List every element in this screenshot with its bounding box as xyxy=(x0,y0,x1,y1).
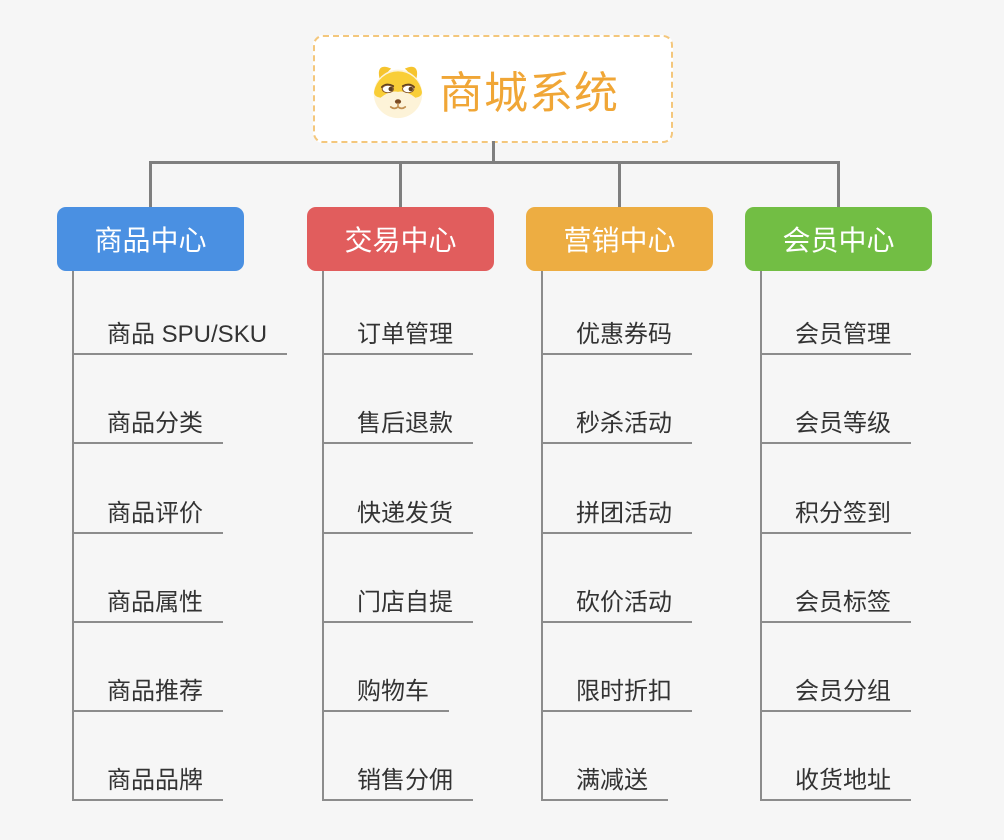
mindmap-node[interactable]: 拼团活动 xyxy=(541,499,692,534)
mindmap-node[interactable]: 快递发货 xyxy=(322,499,473,534)
branch-header[interactable]: 营销中心 xyxy=(526,207,713,271)
mindmap-node[interactable]: 购物车 xyxy=(322,677,449,712)
branch-trunk-line xyxy=(760,271,762,801)
branch-trunk-line xyxy=(322,271,324,801)
mindmap-node[interactable]: 销售分佣 xyxy=(322,766,473,801)
mindmap-node[interactable]: 商品评价 xyxy=(72,499,223,534)
branch-drop-line xyxy=(618,161,621,207)
mindmap-node[interactable]: 商品品牌 xyxy=(72,766,223,801)
mindmap-node[interactable]: 商品推荐 xyxy=(72,677,223,712)
mindmap-node[interactable]: 商品属性 xyxy=(72,588,223,623)
mindmap-node[interactable]: 订单管理 xyxy=(322,320,473,355)
branch-drop-line xyxy=(399,161,402,207)
mindmap-node[interactable]: 会员等级 xyxy=(760,409,911,444)
mindmap-node[interactable]: 会员标签 xyxy=(760,588,911,623)
mindmap-node[interactable]: 商品分类 xyxy=(72,409,223,444)
branch-header[interactable]: 交易中心 xyxy=(307,207,494,271)
mindmap-node[interactable]: 售后退款 xyxy=(322,409,473,444)
mindmap-node[interactable]: 收货地址 xyxy=(760,766,911,801)
mindmap-node[interactable]: 积分签到 xyxy=(760,499,911,534)
branch-drop-line xyxy=(149,161,152,207)
mindmap-node[interactable]: 门店自提 xyxy=(322,588,473,623)
mindmap-node[interactable]: 砍价活动 xyxy=(541,588,692,623)
mindmap-node[interactable]: 优惠券码 xyxy=(541,320,692,355)
mindmap-node[interactable]: 秒杀活动 xyxy=(541,409,692,444)
mindmap-node[interactable]: 会员分组 xyxy=(760,677,911,712)
mindmap-node[interactable]: 满减送 xyxy=(541,766,668,801)
mindmap-node[interactable]: 限时折扣 xyxy=(541,677,692,712)
doge-icon xyxy=(373,66,423,119)
mindmap-node[interactable]: 商品 SPU/SKU xyxy=(72,320,288,355)
branch-header[interactable]: 商品中心 xyxy=(57,207,244,271)
branch-trunk-line xyxy=(72,271,74,801)
bus-line xyxy=(149,161,839,164)
mindmap-node[interactable]: 会员管理 xyxy=(760,320,911,355)
root-node[interactable]: 商城系统 xyxy=(313,35,673,143)
branch-header[interactable]: 会员中心 xyxy=(745,207,932,271)
branch-drop-line xyxy=(837,161,840,207)
root-title: 商城系统 xyxy=(439,69,619,118)
root-stem-line xyxy=(492,141,495,162)
branch-trunk-line xyxy=(541,271,543,801)
